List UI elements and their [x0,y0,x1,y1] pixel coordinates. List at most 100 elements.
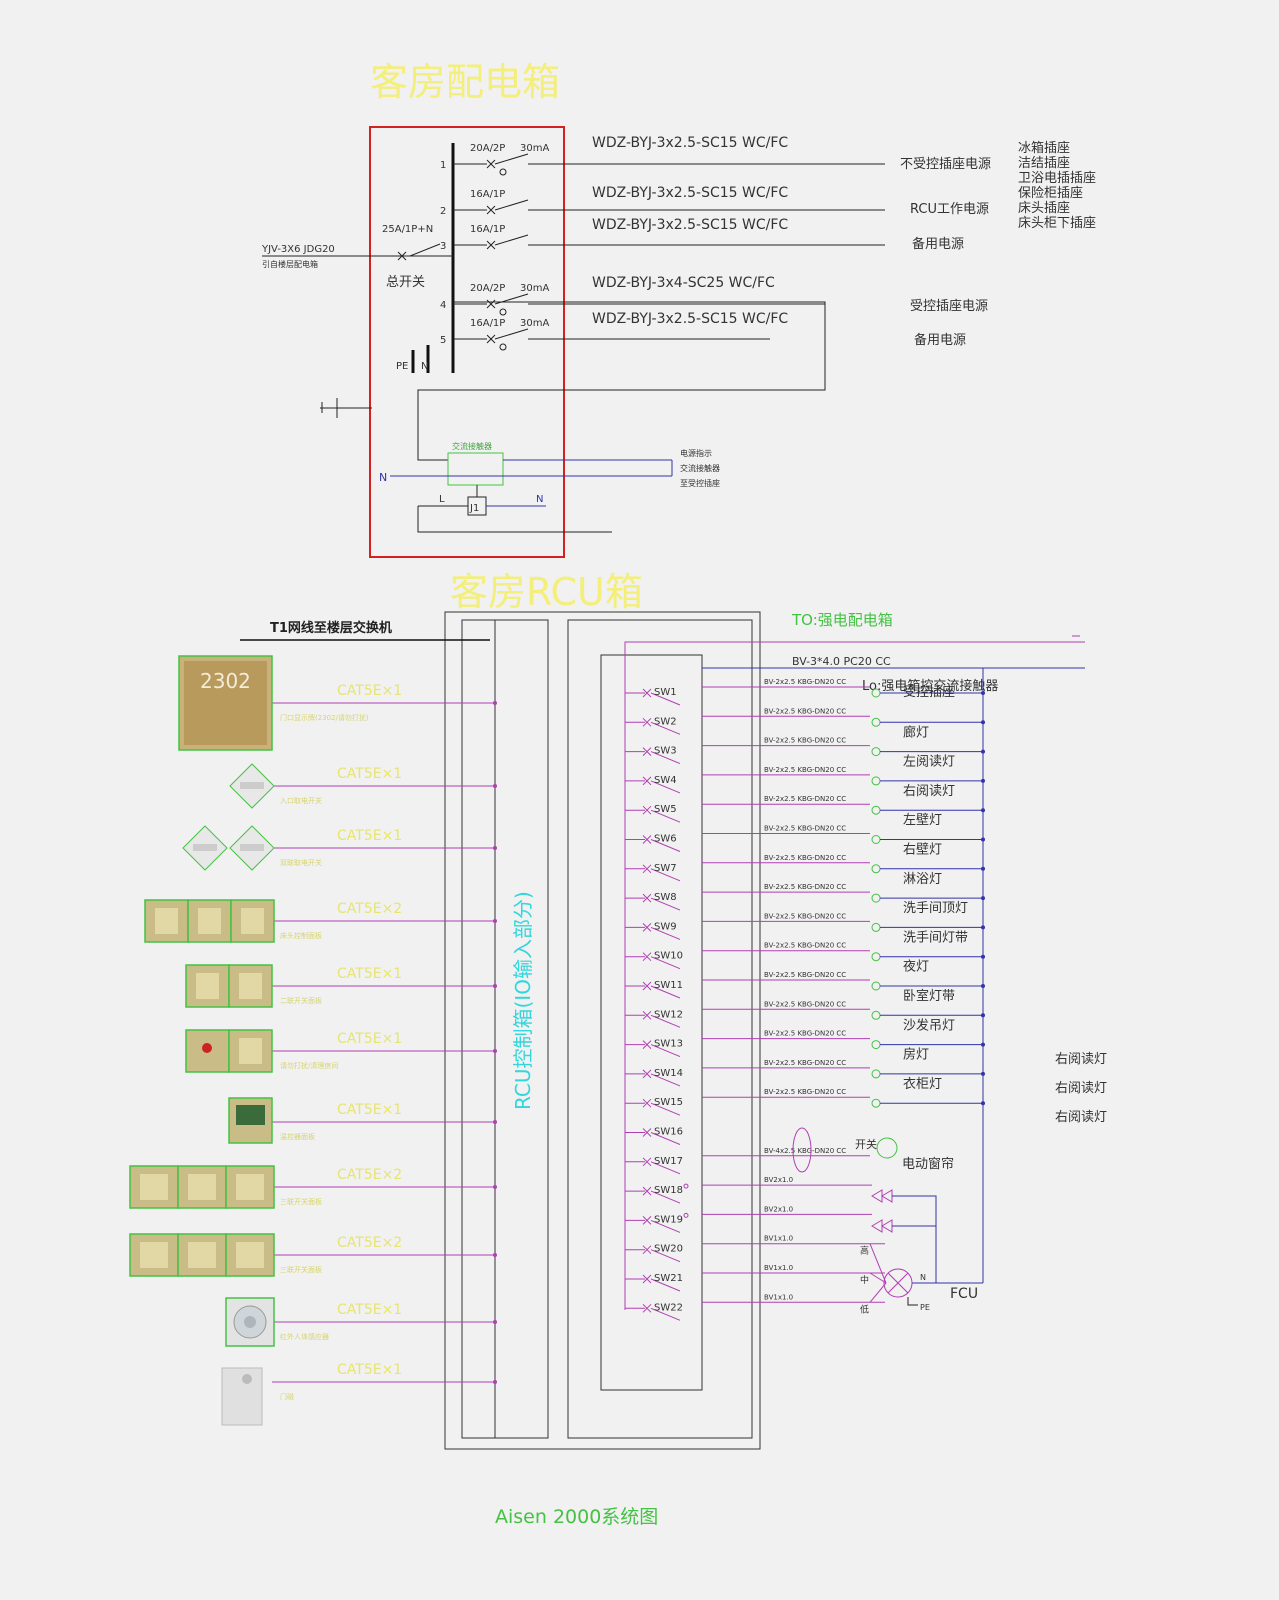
bus-node [981,749,985,754]
switch-x [642,1069,652,1079]
dnd-button-icon [202,1043,212,1053]
right-note: 右阅读灯 [1055,1110,1107,1125]
output-cable: BV-2x2.5 KBG-DN20 CC [764,883,846,891]
device-label: 入口取电开关 [280,796,322,805]
switch-label: SW19 [654,1214,683,1225]
output-cable: BV-2x2.5 KBG-DN20 CC [764,942,846,950]
output-cable: BV-2x2.5 KBG-DN20 CC [764,1030,846,1038]
switch-x [642,747,652,756]
output-load: 受控插座 [903,685,955,700]
switch-panel-icon [228,1029,273,1073]
controlled-loop [417,301,826,461]
switch-blade [650,721,681,735]
circuit-rcd: 30mA [520,143,549,154]
fcu-pe-line [907,1297,918,1306]
door-sensor-icon [221,1367,263,1426]
card-slot [240,844,264,851]
device-cable: CAT5E×1 [337,1362,402,1378]
device-label: 床头控制面板 [280,931,322,940]
bus-node [981,808,985,813]
device-cable: CAT5E×1 [337,683,402,699]
thermostat-screen [236,1105,265,1125]
switch-blade [650,926,681,940]
output-load: 衣柜灯 [903,1076,942,1092]
rocker-key [239,973,262,999]
curtain-bundle [792,1127,812,1173]
card-slot [193,844,217,851]
bus-node [981,866,985,871]
contactor-note: Lo:强电箱控交流接触器 [862,678,998,694]
lamp-icon [871,747,881,757]
output-load: 夜灯 [903,960,929,975]
bus-node [493,1049,497,1053]
bus-node [981,1042,985,1047]
rocker-key [140,1174,168,1200]
switch-label: SW16 [654,1127,683,1138]
switch-blade [650,809,681,823]
device-label: 门磁 [280,1392,294,1401]
rcu-outer [444,611,761,1450]
bus-node [493,1320,497,1324]
output-load: 左壁灯 [903,813,942,828]
rcd-icon [499,168,507,176]
fcu-pe: PE [920,1303,930,1312]
switch-x [642,1098,652,1108]
switch-x [642,981,652,991]
relay-note: 至受控插座 [680,478,720,488]
switch-label: SW11 [654,980,683,991]
switch-blade [650,1132,681,1145]
output-cable: BV-2x2.5 KBG-DN20 CC [764,737,846,745]
switch-blade [650,1102,681,1116]
relay-note: 交流接触器 [680,463,720,473]
output-cable: BV-2x2.5 KBG-DN20 CC [764,971,846,979]
rocker-key [236,1174,264,1200]
lamp-icon [871,776,881,786]
output-cable: BV1x1.0 [764,1293,793,1301]
switch-blade [650,751,681,765]
rcu-vertical-title: RCU控制箱(IO输入部分) [511,891,535,1110]
switch-blade [650,1219,681,1233]
device-cable: CAT5E×2 [337,1167,402,1183]
n-right: N [536,494,543,505]
lamp-icon [871,922,881,932]
output-load: 廊灯 [903,724,929,740]
output-load: 右阅读灯 [903,784,955,799]
output-load: 房灯 [903,1047,929,1063]
rocker-key [198,908,221,934]
rcu-title: 客房RCU箱 [450,570,643,614]
switch-x [642,835,652,844]
valve-icon-1 [871,1189,893,1203]
output-cable: BV-2x2.5 KBG-DN20 CC [764,707,846,715]
switch-blade [650,1278,681,1292]
switch-label: SW13 [654,1039,683,1050]
switch-x [642,717,652,727]
switch-x [642,1245,652,1255]
switch-label: SW21 [654,1273,683,1284]
circuit-breaker: 16A/1P [470,224,505,235]
bus-node [981,925,985,930]
feed-cable: YJV-3X6 JDG20 [261,244,335,255]
output-cable: BV-2x2.5 KBG-DN20 CC [764,766,846,774]
circuit-load: 受控插座电源 [910,299,988,314]
output-cable: BV2x1.0 [764,1176,793,1184]
switch-label: SW3 [654,746,677,757]
switch-x [642,1010,652,1020]
right-note: 右阅读灯 [1055,1081,1107,1096]
switch-x [642,1128,652,1137]
bus-node [981,984,985,988]
lamp-icon [871,1069,881,1079]
switch-x [642,1040,652,1049]
breaker-blade [494,328,529,340]
switch-x [642,688,652,698]
valve-node [683,1212,689,1218]
device-label: 三联开关面板 [280,1265,322,1274]
output-cable: BV-2x2.5 KBG-DN20 CC [764,912,846,920]
switch-x [642,1216,652,1225]
bus-node [981,1013,985,1018]
switch-label: SW22 [654,1302,683,1313]
circuit-number: 4 [440,300,446,311]
switch-blade [650,985,681,999]
device-label: 请勿打扰/清理房间 [280,1061,338,1070]
output-cable: BV-2x2.5 KBG-DN20 CC [764,854,846,862]
